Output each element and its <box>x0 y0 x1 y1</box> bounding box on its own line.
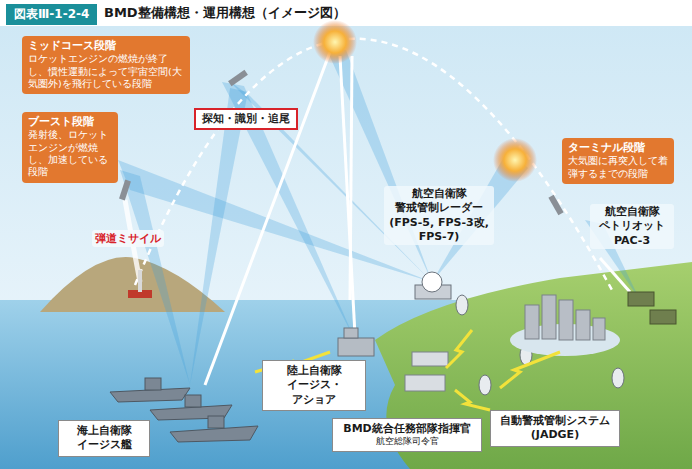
patriot-launchers <box>628 292 676 324</box>
aegis-ashore <box>338 328 374 356</box>
trajectory-arc <box>135 39 612 290</box>
box-body: 航空総隊司令官 <box>339 436 475 448</box>
box-heading: 海上自衛隊 イージス艦 <box>65 424 143 453</box>
box-body: 発射後、ロケットエンジンが燃焼し、加速している段階 <box>28 129 112 178</box>
explosion <box>493 138 537 182</box>
missile-launcher <box>128 270 152 298</box>
radar-beams <box>118 48 640 385</box>
box-body: ロケットエンジンの燃焼が終了し、慣性運動によって宇宙空間(大気圏外)を飛行してい… <box>28 53 184 90</box>
unit-box: 陸上自衛隊 イージス・アショア <box>262 360 366 411</box>
radar-site <box>415 272 451 299</box>
system-box: 自動警戒管制システム (JADGE) <box>490 410 620 447</box>
explosion <box>313 20 357 64</box>
missile-label: 弾道ミサイル <box>92 230 164 247</box>
command-buildings <box>405 352 448 391</box>
detection-box: 探知・識別・追尾 <box>194 108 298 130</box>
box-heading: ターミナル段階 <box>568 141 668 155</box>
box-heading: BMD統合任務部隊指揮官 <box>339 422 475 436</box>
phase-box: ミッドコース段階ロケットエンジンの燃焼が終了し、慣性運動によって宇宙空間(大気圏… <box>22 36 190 94</box>
sky <box>0 26 692 469</box>
city-buildings <box>510 295 620 356</box>
phase-box: ターミナル段階大気圏に再突入して着弾するまでの段階 <box>562 138 674 184</box>
phase-box: ブースト段階発射後、ロケットエンジンが燃焼し、加速している段階 <box>22 112 118 183</box>
interceptor-trails <box>205 52 630 385</box>
box-heading: 探知・識別・追尾 <box>202 112 290 126</box>
box-heading: ブースト段階 <box>28 115 112 129</box>
figure-title: BMD整備構想・運用構想（イメージ図） <box>104 4 346 22</box>
launch-island <box>40 257 225 312</box>
unit-box: 海上自衛隊 イージス艦 <box>58 420 150 457</box>
box-heading: ミッドコース段階 <box>28 39 184 53</box>
box-heading: 自動警戒管制システム (JADGE) <box>497 414 613 443</box>
box-heading: 陸上自衛隊 イージス・アショア <box>269 364 359 407</box>
command-box: BMD統合任務部隊指揮官航空総隊司令官 <box>332 418 482 452</box>
antenna-dishes <box>456 295 624 395</box>
patriot-label: 航空自衛隊 ペトリオット PAC-3 <box>590 204 674 249</box>
figure-number: 図表Ⅲ-1-2-4 <box>6 4 97 25</box>
box-body: 大気圏に再突入して着弾するまでの段階 <box>568 155 668 180</box>
radar-label: 航空自衛隊 警戒管制レーダー (FPS-5, FPS-3改, FPS-7) <box>384 186 494 245</box>
data-links <box>255 330 560 410</box>
